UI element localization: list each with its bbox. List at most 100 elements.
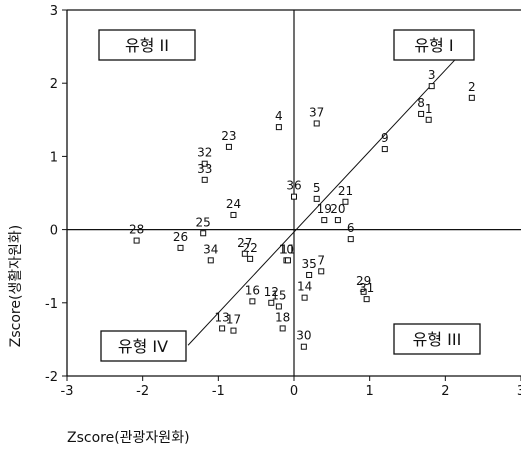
data-point-marker: [230, 211, 237, 218]
data-point-label: 9: [381, 131, 389, 145]
data-point-marker: [363, 296, 370, 303]
data-point-label: 13: [214, 310, 229, 324]
data-point-marker: [428, 83, 435, 90]
y-tick-label: 1: [50, 150, 58, 165]
x-tick-label: 0: [290, 384, 298, 399]
data-point-marker: [241, 250, 248, 257]
trend-line: [187, 53, 461, 346]
data-point-marker: [275, 124, 282, 131]
quadrant-text-bottom-left: 유형 IV: [118, 337, 168, 356]
data-point-label: 3: [428, 68, 436, 82]
data-point-marker: [300, 343, 307, 350]
data-point-label: 6: [347, 221, 355, 235]
data-point-label: 12: [264, 285, 279, 299]
y-axis-title: Zscore(생활자원화): [8, 225, 24, 348]
data-point-label: 16: [245, 283, 260, 297]
data-point-marker: [360, 288, 367, 295]
data-point-marker: [201, 160, 208, 167]
x-tick-label: 1: [366, 384, 374, 399]
data-point-label: 36: [286, 179, 301, 193]
quadrant-text-bottom-right: 유형 III: [413, 330, 462, 349]
quadrant-label-bottom-left: 유형 IV: [100, 330, 187, 362]
y-tick-label: 0: [50, 224, 58, 239]
data-point-marker: [342, 198, 349, 205]
data-point-marker: [225, 143, 232, 150]
data-point-marker: [230, 327, 237, 334]
data-point-label: 24: [226, 197, 241, 211]
data-point-label: 8: [417, 96, 425, 110]
data-point-label: 5: [313, 181, 321, 195]
data-point-label: 15: [271, 288, 286, 302]
y-tick-label: 2: [50, 77, 58, 92]
data-point-marker: [468, 94, 475, 101]
data-point-label: 27: [237, 236, 252, 250]
data-point-marker: [313, 195, 320, 202]
x-tick-label: -2: [136, 384, 149, 399]
data-point-label: 35: [301, 257, 316, 271]
data-point-marker: [249, 298, 256, 305]
data-point-marker: [301, 294, 308, 301]
data-point-marker: [177, 244, 184, 251]
data-point-marker: [207, 257, 214, 264]
x-tick-label: 2: [441, 384, 449, 399]
data-point-marker: [268, 299, 275, 306]
data-point-label: 32: [197, 146, 212, 160]
data-point-marker: [275, 303, 282, 310]
data-point-label: 21: [338, 184, 353, 198]
trend-line-group: [187, 53, 461, 346]
data-point-label: 33: [197, 162, 212, 176]
data-point-label: 17: [226, 313, 241, 327]
data-point-marker: [418, 110, 425, 117]
plot-frame: [66, 9, 521, 377]
data-point-label: 19: [317, 202, 332, 216]
data-point-label: 10: [279, 242, 294, 256]
data-point-marker: [247, 255, 254, 262]
data-point-label: 20: [330, 202, 345, 216]
data-point-label: 29: [356, 274, 371, 288]
data-point-marker: [133, 237, 140, 244]
data-point-marker: [425, 116, 432, 123]
data-point-marker: [321, 217, 328, 224]
data-point-marker: [284, 257, 291, 264]
data-point-marker: [279, 325, 286, 332]
x-tick-label: -1: [212, 384, 225, 399]
data-point-label: 37: [309, 105, 324, 119]
data-point-label: 4: [275, 109, 283, 123]
y-tick-label: -1: [45, 297, 58, 312]
data-point-label: 23: [221, 129, 236, 143]
data-point-label: 28: [129, 223, 144, 237]
data-point-label: 26: [173, 230, 188, 244]
data-point-marker: [306, 271, 313, 278]
y-tick-label: -2: [45, 370, 58, 385]
data-point-marker: [334, 217, 341, 224]
quadrant-text-top-right: 유형 I: [414, 36, 453, 55]
data-point-label: 11: [280, 242, 295, 256]
data-point-marker: [381, 146, 388, 153]
data-point-label: 25: [196, 215, 211, 229]
data-point-marker: [219, 325, 226, 332]
data-point-label: 18: [275, 310, 290, 324]
data-point-marker: [291, 193, 297, 200]
data-point-label: 34: [203, 242, 218, 256]
data-point-label: 31: [359, 281, 374, 295]
data-point-marker: [347, 236, 354, 243]
x-tick-label: -3: [61, 384, 74, 399]
data-point-label: 30: [296, 329, 311, 343]
data-point-label: 14: [297, 280, 312, 294]
data-point-label: 2: [468, 80, 476, 94]
data-point-marker: [318, 268, 325, 275]
data-point-label: 1: [425, 102, 433, 116]
quadrant-label-top-left: 유형 II: [98, 29, 196, 61]
x-tick-label: 3: [517, 384, 521, 399]
data-point-marker: [200, 230, 207, 237]
quadrant-label-bottom-right: 유형 III: [393, 323, 481, 355]
data-point-marker: [313, 120, 320, 127]
data-point-marker: [201, 176, 208, 183]
x-axis-title: Zscore(관광자원화): [67, 430, 190, 446]
quadrant-text-top-left: 유형 II: [125, 36, 169, 55]
y-tick-label: 3: [50, 4, 58, 19]
quadrant-label-top-right: 유형 I: [393, 29, 475, 61]
